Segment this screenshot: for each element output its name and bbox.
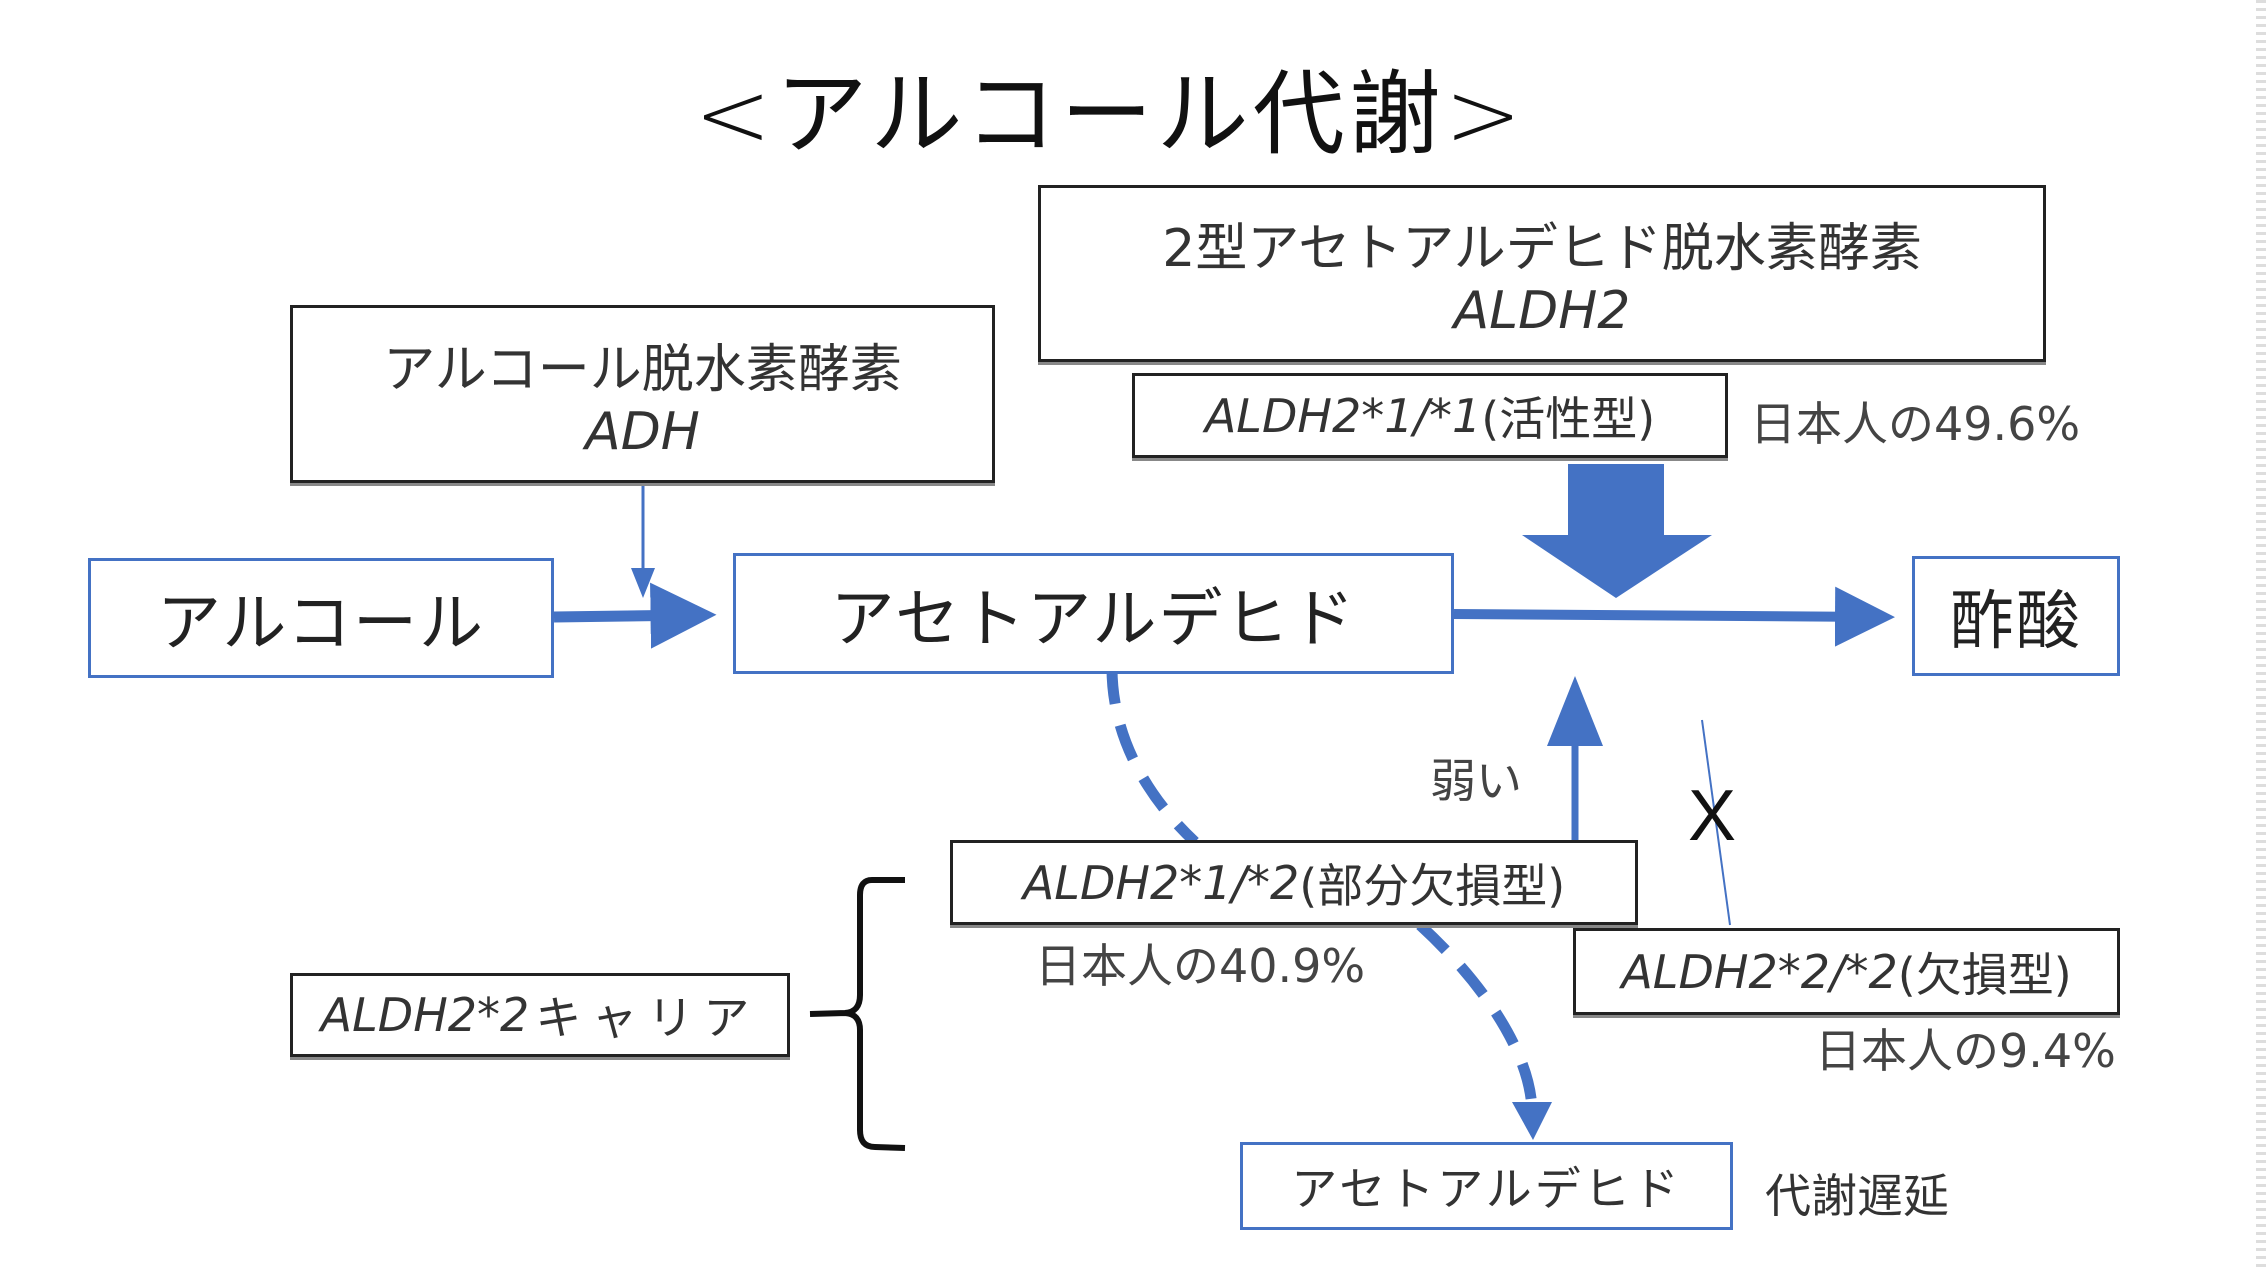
blocked-mark: X [1688, 776, 1737, 856]
right-edge-border [2256, 0, 2266, 1272]
carrier-brace [809, 877, 906, 1151]
genotype-box-active: ALDH2*1/*1 (活性型) [1132, 373, 1728, 458]
genotype-box-deficient: ALDH2*2/*2 (欠損型) [1573, 928, 2120, 1015]
metabolite-alcohol-label: アルコール [156, 587, 486, 661]
dashed-path-arrowhead [1512, 1102, 1552, 1140]
aldh2-enzyme-box: 2型アセトアルデヒド脱水素酵素 ALDH2 [1038, 185, 2046, 362]
arrow-acetaldehyde-to-acetic-acid [1453, 586, 1895, 647]
metabolite-box-alcohol: アルコール [88, 558, 554, 678]
genotype-box-partial: ALDH2*1/*2 (部分欠損型) [950, 840, 1638, 925]
metabolite-box-acetaldehyde-delayed: アセトアルデヒド [1240, 1142, 1733, 1230]
strong-activity-arrow [1522, 464, 1712, 598]
metabolite-box-acetic-acid: 酢酸 [1912, 556, 2120, 676]
aldh2-enzyme-symbol: ALDH2 [1453, 281, 1631, 341]
metabolite-acetaldehyde-delayed-label: アセトアルデヒド [1291, 1162, 1682, 1216]
metabolite-acetic-acid-label: 酢酸 [1950, 585, 2082, 659]
genotype-symbol: ALDH2*2/*2 [1621, 944, 1898, 999]
dashed-path-upper [1106, 667, 1199, 847]
diagram-title: <アルコール代謝> [694, 61, 1526, 168]
weak-activity-label: 弱い [1430, 754, 1522, 808]
delayed-metabolism-label: 代謝遅延 [1765, 1169, 1949, 1223]
genotype-share-active: 日本人の49.6% [1750, 397, 2081, 451]
aldh2-enzyme-name: 2型アセトアルデヒド脱水素酵素 [1162, 219, 1922, 279]
genotype-type: (活性型) [1481, 391, 1656, 446]
genotype-type: (部分欠損型) [1299, 858, 1566, 913]
genotype-share-deficient: 日本人の9.4% [1815, 1024, 2116, 1078]
dashed-path-lower [1416, 920, 1538, 1111]
genotype-type: (欠損型) [1897, 947, 2072, 1002]
arrow-alcohol-to-acetaldehyde [553, 582, 717, 649]
metabolite-box-acetaldehyde: アセトアルデヒド [733, 553, 1454, 674]
blocked-activity-line [1701, 719, 1731, 926]
genotype-symbol: ALDH2*1/*2 [1022, 855, 1300, 910]
adh-enzyme-symbol: ADH [585, 401, 700, 462]
metabolite-acetaldehyde-label: アセトアルデヒド [830, 582, 1357, 657]
genotype-share-partial: 日本人の40.9% [1035, 939, 1366, 993]
adh-enzyme-name: アルコール脱水素酵素 [383, 339, 902, 400]
carrier-symbol: ALDH2*2 [320, 988, 530, 1042]
genotype-symbol: ALDH2*1/*1 [1204, 388, 1482, 443]
carrier-box: ALDH2*2 キャリア [290, 973, 790, 1057]
carrier-label: キャリア [535, 991, 760, 1045]
adh-enzyme-box: アルコール脱水素酵素 ADH [290, 305, 995, 483]
